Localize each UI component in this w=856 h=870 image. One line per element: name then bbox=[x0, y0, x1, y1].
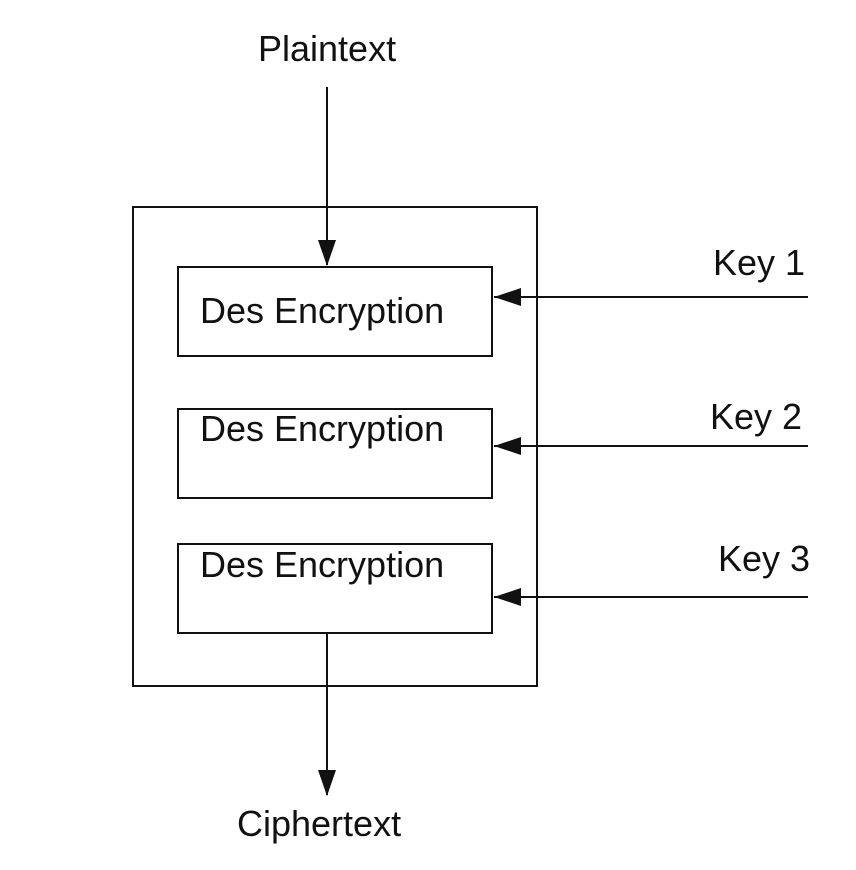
des-encryption-box-1 bbox=[177, 266, 493, 357]
des-encryption-label-3: Des Encryption bbox=[200, 544, 445, 585]
key1-arrowhead bbox=[494, 288, 521, 306]
des-encryption-box-3 bbox=[177, 543, 493, 634]
des-encryption-label-1: Des Encryption bbox=[200, 290, 445, 331]
key-3-label: Key 3 bbox=[718, 538, 811, 579]
ciphertext-label: Ciphertext bbox=[237, 803, 402, 844]
ciphertext-arrowhead bbox=[318, 770, 336, 796]
key-1-label: Key 1 bbox=[713, 242, 806, 283]
key-2-label: Key 2 bbox=[710, 396, 803, 437]
key2-arrowhead bbox=[494, 437, 521, 455]
des-encryption-label-2: Des Encryption bbox=[200, 408, 445, 449]
key3-arrowhead bbox=[494, 588, 521, 606]
plaintext-arrowhead bbox=[318, 240, 336, 266]
des-encryption-box-2 bbox=[177, 408, 493, 499]
plaintext-label: Plaintext bbox=[258, 28, 397, 69]
